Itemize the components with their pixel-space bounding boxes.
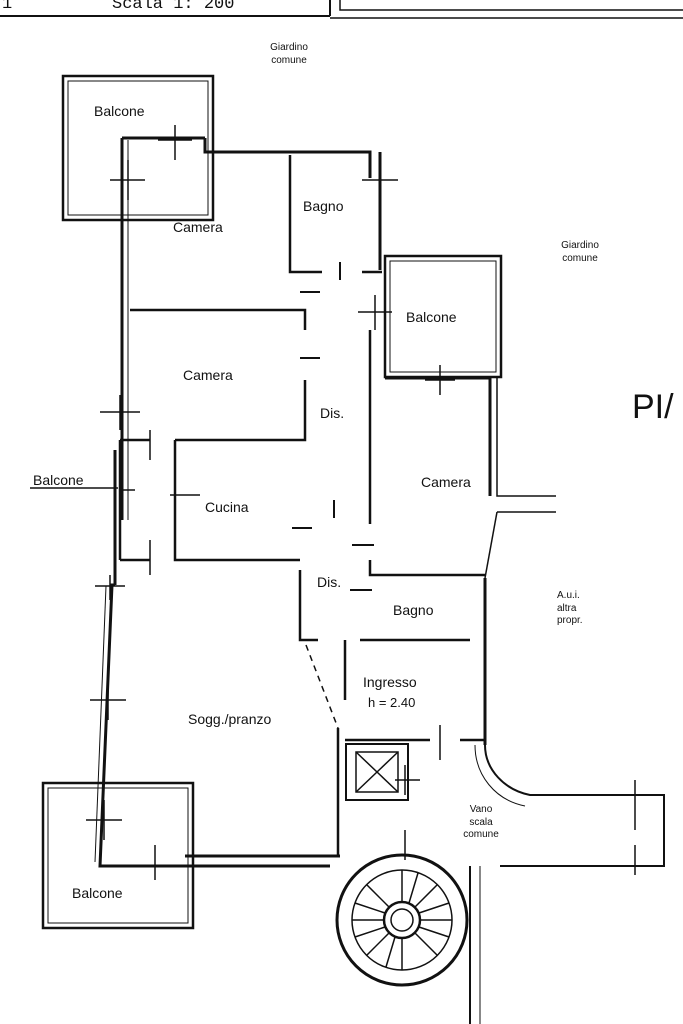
label-cucina: Cucina bbox=[205, 499, 249, 515]
label-ingresso: Ingresso bbox=[363, 674, 417, 690]
ingresso-walls bbox=[336, 728, 485, 856]
interior-walls bbox=[118, 155, 485, 700]
dashed-opening bbox=[305, 644, 339, 729]
label-bagno-top: Bagno bbox=[303, 198, 344, 214]
spiral-staircase bbox=[335, 853, 469, 987]
label-balcone-top-left: Balcone bbox=[94, 103, 145, 119]
label-soggiorno: Sogg./pranzo bbox=[188, 711, 272, 727]
door-ticks bbox=[292, 262, 374, 591]
lift-shaft bbox=[345, 743, 409, 801]
label-ingresso-height: h = 2.40 bbox=[368, 695, 416, 710]
balcone-top-left-outline bbox=[61, 74, 215, 222]
label-giardino-right: Giardino comune bbox=[561, 240, 599, 264]
header-left-fragment: 1 bbox=[2, 0, 13, 14]
label-camera-mid: Camera bbox=[183, 367, 233, 383]
scale-label: Scala 1: 200 bbox=[112, 0, 235, 14]
title-block bbox=[0, 0, 683, 19]
label-dis-lower: Dis. bbox=[317, 574, 342, 590]
side-title-fragment: PI/ bbox=[632, 388, 674, 426]
label-aui: A.u.i. altra propr. bbox=[557, 590, 583, 626]
label-bagno-lower: Bagno bbox=[393, 602, 434, 618]
label-camera-top: Camera bbox=[173, 219, 223, 235]
label-vano-scala: Vano scala comune bbox=[463, 804, 499, 840]
label-balcone-bottom-left: Balcone bbox=[72, 885, 123, 901]
label-balcone-left: Balcone bbox=[33, 472, 84, 488]
label-camera-right: Camera bbox=[421, 474, 471, 490]
window-markers bbox=[86, 125, 636, 880]
balcone-bottom-left-outline bbox=[41, 781, 195, 930]
label-balcone-right: Balcone bbox=[406, 309, 457, 325]
label-dis-upper: Dis. bbox=[320, 405, 345, 421]
stair-corridor bbox=[469, 744, 665, 1024]
label-giardino-top: Giardino comune bbox=[270, 42, 308, 66]
